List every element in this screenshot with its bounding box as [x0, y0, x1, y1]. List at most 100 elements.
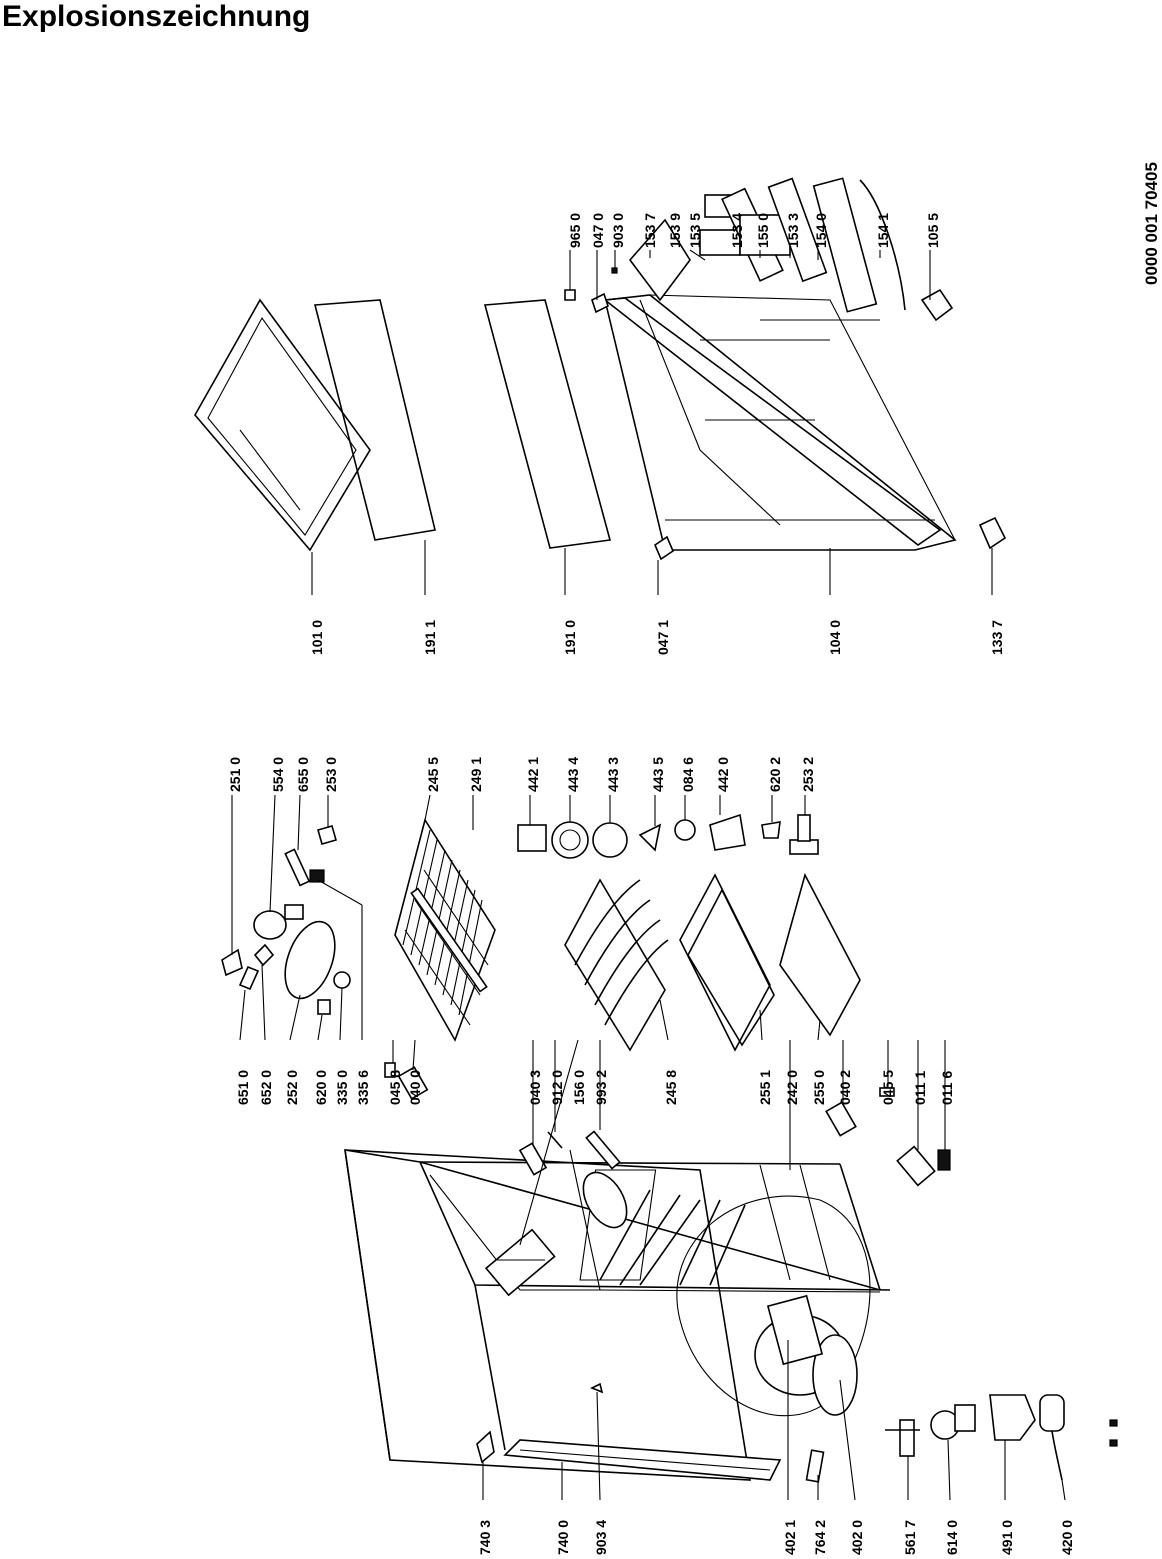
label-255-1: 255 1 [757, 1070, 773, 1105]
bracket-047-1 [654, 535, 674, 561]
label-242-0: 242 0 [784, 1070, 800, 1105]
label-153-5: 153 5 [687, 213, 703, 248]
label-155-0: 155 0 [755, 213, 771, 248]
label-153-7: 153 7 [642, 213, 658, 248]
probe-993 [585, 1130, 621, 1170]
clip-740-3 [476, 1430, 495, 1464]
leader-lines [231, 249, 1066, 1501]
compressor [754, 1294, 858, 1416]
cabinet-evaporator [484, 1228, 556, 1297]
gasket-191-0 [483, 299, 612, 549]
hinge-cover-105-5 [920, 288, 954, 322]
label-651-0: 651 0 [235, 1070, 251, 1105]
label-903-4: 903 4 [593, 1520, 609, 1555]
screw-903-0 [611, 267, 618, 274]
shelf-trim [410, 887, 488, 993]
label-335-6: 335 6 [355, 1070, 371, 1105]
foot-bracket [896, 1145, 936, 1187]
label-154-0: 154 0 [813, 213, 829, 248]
label-011-1: 011 1 [912, 1071, 928, 1105]
label-252-0: 252 0 [284, 1070, 300, 1105]
label-420-0: 420 0 [1059, 1520, 1075, 1555]
label-245-5: 245 5 [425, 757, 441, 792]
capillary-764 [805, 1449, 825, 1483]
label-554-0: 554 0 [270, 757, 286, 792]
adjustable-foot [937, 1149, 951, 1171]
label-154-1: 154 1 [875, 213, 891, 248]
hinge-cover-133-7 [978, 516, 1007, 550]
glass-shelf-255-1 [679, 873, 771, 1052]
label-764-2: 764 2 [812, 1520, 828, 1555]
rail-154-1 [859, 179, 906, 311]
label-614-0: 614 0 [944, 1520, 960, 1555]
relay-561-7 [885, 1419, 920, 1457]
label-245-8: 245 8 [663, 1070, 679, 1105]
fan-cover [582, 1171, 628, 1229]
label-255-0: 255 0 [811, 1070, 827, 1105]
bottom-grille [503, 1439, 782, 1481]
label-655-0: 655 0 [295, 757, 311, 792]
gasket-191-1 [313, 299, 436, 541]
label-620-0: 620 0 [313, 1070, 329, 1105]
fridge-door [602, 294, 957, 551]
fan-bracket [517, 824, 547, 852]
label-442-0: 442 0 [715, 757, 731, 792]
screw-b [1109, 1439, 1118, 1447]
damper [709, 813, 746, 851]
thermostat-housing [284, 920, 336, 1000]
label-912-0: 912 0 [549, 1070, 565, 1105]
label-040-2: 040 2 [837, 1070, 853, 1105]
label-251-0: 251 0 [227, 757, 243, 792]
cabinet-body [344, 1149, 891, 1481]
glass-shelf-255-0 [779, 872, 861, 1037]
screw-903-4 [590, 1382, 604, 1394]
cabinet-shelf-rails [599, 1189, 746, 1286]
capillary-655 [284, 848, 311, 887]
label-249-1: 249 1 [468, 757, 484, 792]
label-561-7: 561 7 [902, 1520, 918, 1555]
label-443-5: 443 5 [650, 757, 666, 792]
screw-912 [547, 1131, 563, 1149]
page-title: Explosionszeichnung [2, 0, 311, 33]
fan-blade [592, 822, 628, 858]
label-965-0: 965 0 [567, 213, 583, 248]
lamp-bulb [789, 814, 819, 855]
cap-965-0 [564, 289, 576, 301]
bin-153-3 [767, 177, 828, 283]
label-491-0: 491 0 [999, 1520, 1015, 1555]
cover-491-0 [989, 1394, 1036, 1441]
label-652-0: 652 0 [258, 1070, 274, 1105]
label-153-3: 153 3 [785, 213, 801, 248]
bracket-047-0 [591, 292, 609, 314]
switch-unit [284, 904, 304, 920]
bin-153-7 [628, 218, 691, 302]
label-047-1: 047 1 [655, 620, 671, 655]
freezer-door [194, 298, 371, 552]
label-740-3: 740 3 [477, 1520, 493, 1555]
grommet [674, 819, 696, 841]
label-253-0: 253 0 [323, 757, 339, 792]
fan-motor [551, 821, 589, 859]
label-903-0: 903 0 [610, 213, 626, 248]
relay-614-0 [930, 1404, 976, 1440]
label-105-5: 105 5 [925, 213, 941, 248]
dial-554 [253, 910, 287, 940]
label-101-0: 101 0 [309, 620, 325, 655]
label-153-9: 153 9 [667, 213, 683, 248]
label-040-3: 040 3 [527, 1070, 543, 1105]
label-153-4: 153 4 [729, 213, 745, 248]
label-156-0: 156 0 [571, 1070, 587, 1105]
label-443-4: 443 4 [565, 757, 581, 792]
hinge-top [397, 1066, 429, 1100]
bin-153-9 [699, 229, 741, 256]
label-045-8: 045 8 [387, 1070, 403, 1105]
cap-335-6 [309, 869, 325, 883]
knob-651 [238, 965, 260, 991]
label-084-6: 084 6 [680, 757, 696, 792]
label-104-0: 104 0 [827, 620, 843, 655]
label-993-2: 993 2 [593, 1070, 609, 1105]
label-740-0: 740 0 [555, 1520, 571, 1555]
label-191-1: 191 1 [422, 620, 438, 655]
label-402-0: 402 0 [849, 1520, 865, 1555]
screw-a [1109, 1419, 1118, 1427]
